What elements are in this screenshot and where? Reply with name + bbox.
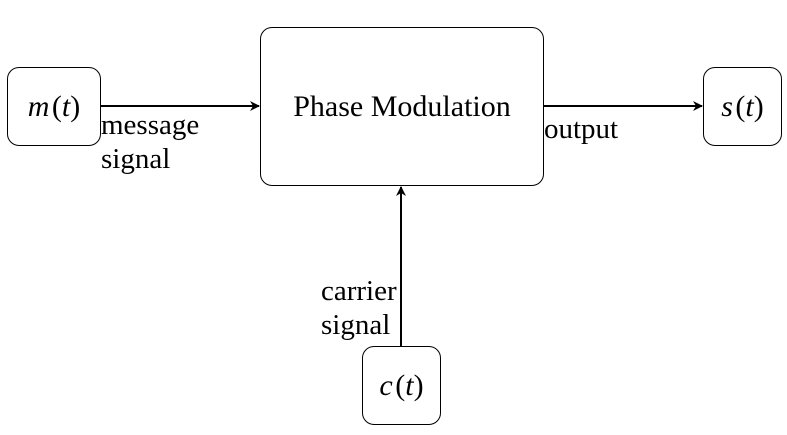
carrier-signal-label: carrier signal bbox=[321, 275, 397, 341]
phase-modulation-block: Phase Modulation bbox=[260, 27, 544, 186]
phase-modulation-label: Phase Modulation bbox=[293, 89, 511, 123]
carrier-signal-symbol: c (t) bbox=[379, 368, 424, 402]
output-label: output bbox=[544, 113, 619, 145]
message-signal-label: message signal bbox=[101, 109, 200, 175]
output-signal-symbol: s (t) bbox=[721, 89, 764, 123]
output-signal-node: s (t) bbox=[703, 67, 782, 146]
carrier-signal-node: c (t) bbox=[362, 346, 441, 425]
message-signal-node: m (t) bbox=[7, 67, 101, 146]
message-signal-symbol: m (t) bbox=[27, 89, 81, 123]
